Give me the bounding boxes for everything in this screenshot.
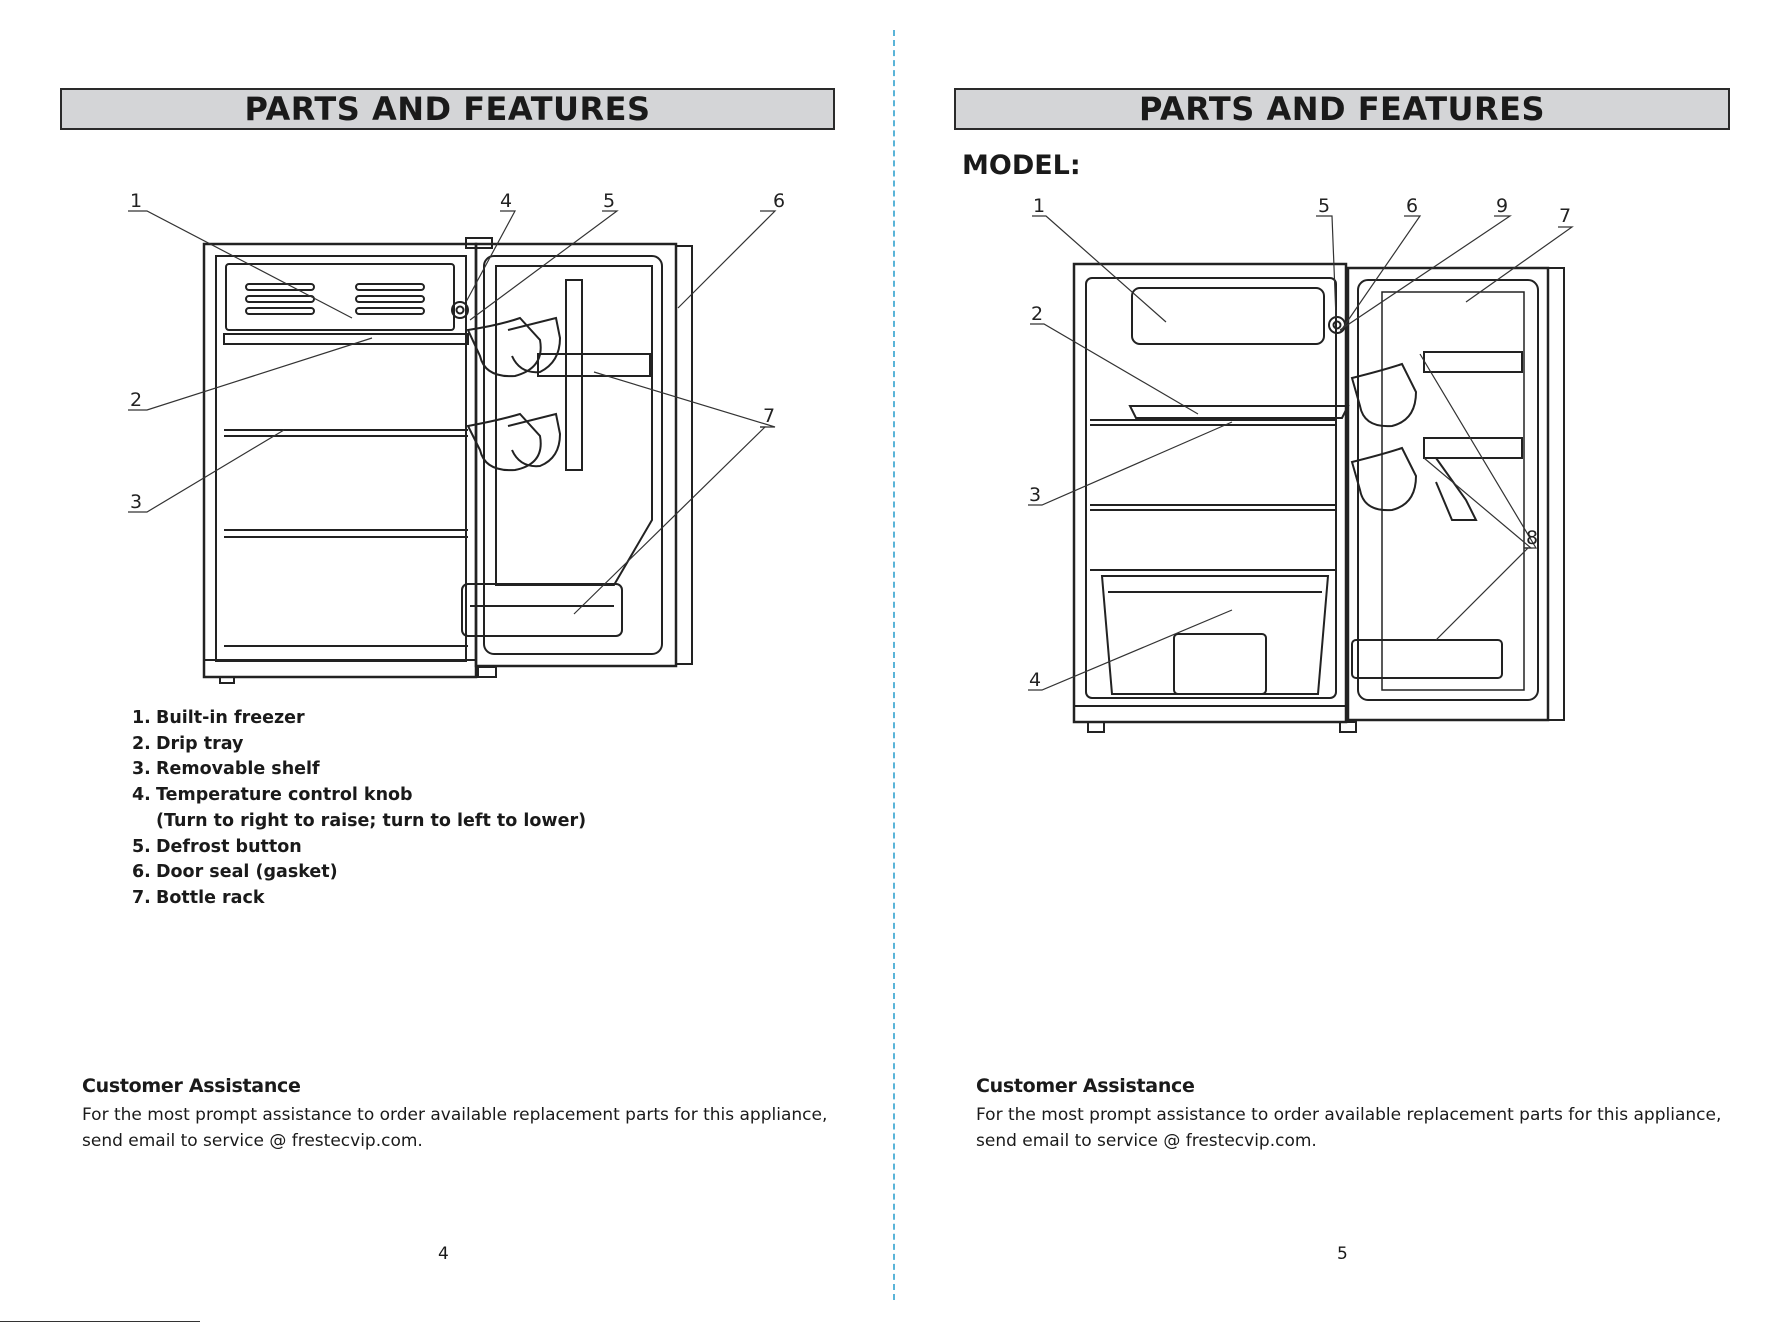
- assistance-text: For the most prompt assistance to order …: [976, 1105, 1722, 1151]
- callout-7: 7: [763, 405, 775, 427]
- callout-6: 6: [1406, 195, 1418, 217]
- list-item: 7.Bottle rack: [132, 887, 265, 908]
- callout-2: 2: [130, 389, 142, 411]
- model-label: MODEL:: [962, 150, 1081, 181]
- callout-4: 4: [500, 190, 512, 212]
- assistance-heading: Customer Assistance: [82, 1075, 301, 1097]
- list-item: 2.Drip tray: [132, 733, 244, 754]
- list-item: 1.Built-in freezer: [132, 708, 305, 728]
- assistance-heading: Customer Assistance: [976, 1075, 1195, 1097]
- parts-list: 1.Built-in freezer 2.Drip tray 3.Removab…: [132, 706, 586, 912]
- callout-5: 5: [603, 190, 615, 212]
- page-fold-line: [893, 30, 895, 1300]
- fridge-diagram-left: 1 4 5 6 2 7 3: [128, 190, 785, 684]
- callout-1: 1: [130, 190, 142, 212]
- crop-mark: [0, 1321, 200, 1322]
- callout-6: 6: [773, 190, 785, 212]
- page-number: 5: [1337, 1244, 1348, 1264]
- assistance-text: For the most prompt assistance to order …: [82, 1105, 828, 1151]
- callout-2: 2: [1031, 303, 1043, 325]
- list-item: 6.Door seal (gasket): [132, 862, 338, 883]
- callout-9: 9: [1496, 195, 1508, 217]
- page-number: 4: [438, 1244, 449, 1264]
- callout-3: 3: [130, 491, 142, 513]
- page-title: PARTS AND FEATURES: [954, 88, 1730, 130]
- list-item: 4.Temperature control knob: [132, 785, 413, 806]
- fridge-diagram-right: 1 5 6 9 7 2 3 8 4: [1028, 195, 1574, 733]
- callout-1: 1: [1033, 195, 1045, 217]
- list-item: 3.Removable shelf: [132, 759, 320, 780]
- callout-5: 5: [1318, 195, 1330, 217]
- page-right: PARTS AND FEATURES MODEL:: [896, 0, 1790, 1324]
- list-item: 5.Defrost button: [132, 836, 302, 857]
- callout-8: 8: [1526, 527, 1538, 549]
- page-left: PARTS AND FEATURES: [0, 0, 894, 1324]
- list-item-note: (Turn to right to raise; turn to left to…: [156, 810, 587, 831]
- callout-4: 4: [1029, 669, 1041, 691]
- page-title: PARTS AND FEATURES: [60, 88, 835, 130]
- callout-3: 3: [1029, 484, 1041, 506]
- callout-7: 7: [1559, 205, 1571, 227]
